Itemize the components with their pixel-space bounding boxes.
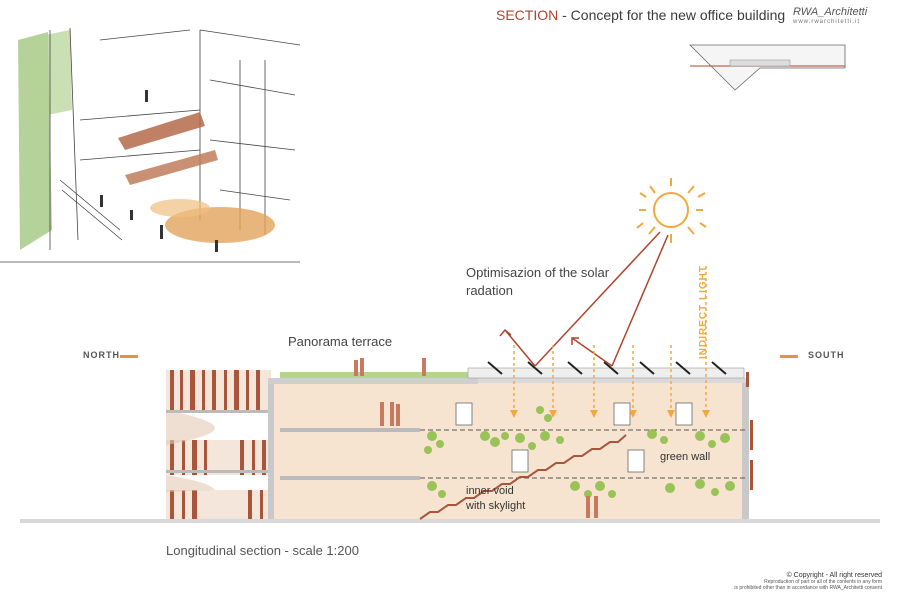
drawing-title: SECTION - Concept for the new office bui… bbox=[496, 7, 785, 23]
section-caption: Longitudinal section - scale 1:200 bbox=[166, 543, 359, 558]
indirect-light-lines bbox=[513, 266, 707, 415]
copyright-line: © Copyright - All right reserved bbox=[786, 572, 882, 579]
title-rest: - Concept for the new office building bbox=[558, 7, 786, 23]
inner-void-line2: with skylight bbox=[466, 500, 526, 512]
inner-void-label: inner void with skylight bbox=[466, 484, 525, 514]
sun-icon bbox=[636, 178, 707, 243]
south-marker bbox=[780, 355, 798, 358]
firm-logo: RWA_Architetti bbox=[793, 6, 868, 18]
south-label: SOUTH bbox=[808, 350, 845, 360]
north-marker bbox=[120, 355, 138, 358]
north-facade bbox=[166, 370, 271, 519]
solar-ray-arrows bbox=[499, 231, 669, 367]
green-wall-label: green wall bbox=[660, 451, 711, 463]
green-wall-vegetation bbox=[424, 406, 735, 498]
title-accent: SECTION bbox=[496, 7, 559, 23]
solar-optimisation-label: Optimisazion of the solar radation bbox=[466, 265, 610, 298]
interior-sketch bbox=[0, 10, 301, 275]
copyright-note-1: Reproduction of part or all of the conte… bbox=[764, 579, 882, 585]
north-label: NORTH bbox=[83, 350, 120, 360]
skylight-louvres bbox=[487, 361, 727, 375]
panorama-terrace-label: Panorama terrace bbox=[288, 334, 393, 349]
building-section bbox=[166, 358, 753, 520]
key-plan bbox=[689, 44, 846, 91]
firm-url: www.rwarchitetti.it bbox=[793, 19, 861, 25]
copyright-block: © Copyright - All right reserved Reprodu… bbox=[710, 572, 882, 591]
copyright-note-2: is prohibited other than in accordance w… bbox=[734, 585, 882, 591]
indirect-light-label: INDIRECT LIGHT bbox=[698, 265, 709, 359]
inner-void-line1: inner void bbox=[466, 485, 514, 497]
